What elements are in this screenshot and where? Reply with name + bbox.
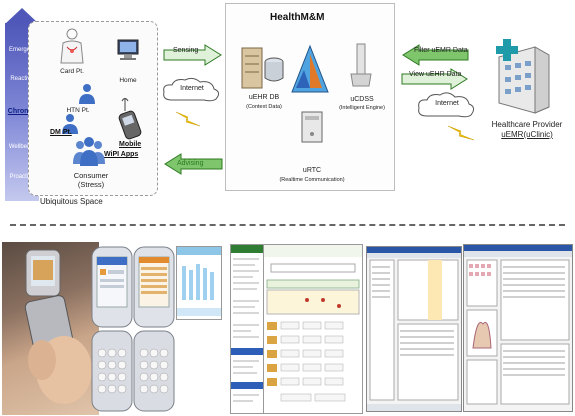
advising-label: Advising <box>177 160 204 167</box>
healthcare-provider-label: Healthcare Provider <box>491 120 563 129</box>
view-arrow <box>401 68 468 90</box>
healthmm-title: HealthM&M <box>270 12 325 23</box>
phone-in-hand-photo <box>2 242 99 415</box>
card-pt-label: Card Pt. <box>60 68 84 75</box>
stage-proactive: Proactive <box>9 174 35 180</box>
wipi-apps-label: WiPI Apps <box>104 151 139 158</box>
desktop-screenshot-1 <box>366 246 462 412</box>
phone-screenshot-2 <box>133 246 175 412</box>
home-label: Home <box>119 77 137 84</box>
htn-pt-label: HTN Pt. <box>66 107 90 114</box>
person-icon <box>62 114 78 134</box>
card-patient-figure-icon <box>60 28 84 64</box>
stress-label: (Stress) <box>77 180 105 189</box>
context-data-label: (Context Data) <box>246 104 282 110</box>
hospital-icon <box>496 39 550 114</box>
intelligent-engine-label: (Intelligent Engine) <box>339 105 385 111</box>
antenna-icon <box>121 98 129 111</box>
person-icon <box>79 84 95 104</box>
form-screenshot-1 <box>230 244 264 414</box>
mobile-label: Mobile <box>119 141 142 148</box>
consumer-group-icon <box>73 137 105 166</box>
stage-reactive: Reactive <box>10 76 34 82</box>
advising-arrow <box>164 153 223 175</box>
engine-icon <box>291 44 329 93</box>
phone-icon <box>118 110 142 140</box>
uemr-uclinic-label: uEMR(uClinic) <box>501 130 553 139</box>
cloud-icon <box>418 92 475 118</box>
lightning-icon <box>175 111 201 127</box>
chart-app-screenshot <box>176 246 222 320</box>
server-icon <box>301 111 323 143</box>
phone-hand-illustration <box>24 249 92 404</box>
stage-wellbeing: Wellbeing <box>8 144 36 150</box>
computer-icon <box>117 39 139 60</box>
ucdss-label: uCDSS <box>350 96 374 103</box>
stage-emergent: Emergent <box>8 47 35 53</box>
section-divider <box>10 224 565 226</box>
filter-uemr-label: Filter uEMR Data <box>414 47 468 54</box>
database-icon <box>241 47 284 89</box>
ubiquitous-space-label: Ubiquitous Space <box>40 197 103 206</box>
cloud-icon <box>163 77 220 102</box>
view-uehr-label: View uEHR Data <box>409 71 462 78</box>
internet-left-label: Internet <box>180 85 204 92</box>
sensing-label: Sensing <box>173 47 199 54</box>
ucdss-icon <box>350 43 372 87</box>
stage-chronic: Chronic <box>7 108 35 115</box>
dm-pt-label: DM Pt. <box>50 129 72 136</box>
sensing-arrow <box>163 44 222 66</box>
phone-screenshot-1 <box>91 246 133 412</box>
stage-arrow-head <box>5 8 39 24</box>
urtc-label: uRTC <box>302 167 322 174</box>
uehr-db-label: uEHR DB <box>248 94 280 101</box>
consumer-label: Consumer <box>73 171 109 180</box>
filter-arrow <box>402 44 469 66</box>
desktop-screenshot-2 <box>463 244 573 412</box>
lightning-icon <box>447 125 475 141</box>
realtime-communication-label: (Realtime Communication) <box>279 177 345 183</box>
healthmm-box <box>225 3 395 191</box>
form-screenshot-2 <box>263 244 363 414</box>
internet-right-label: Internet <box>435 100 459 107</box>
